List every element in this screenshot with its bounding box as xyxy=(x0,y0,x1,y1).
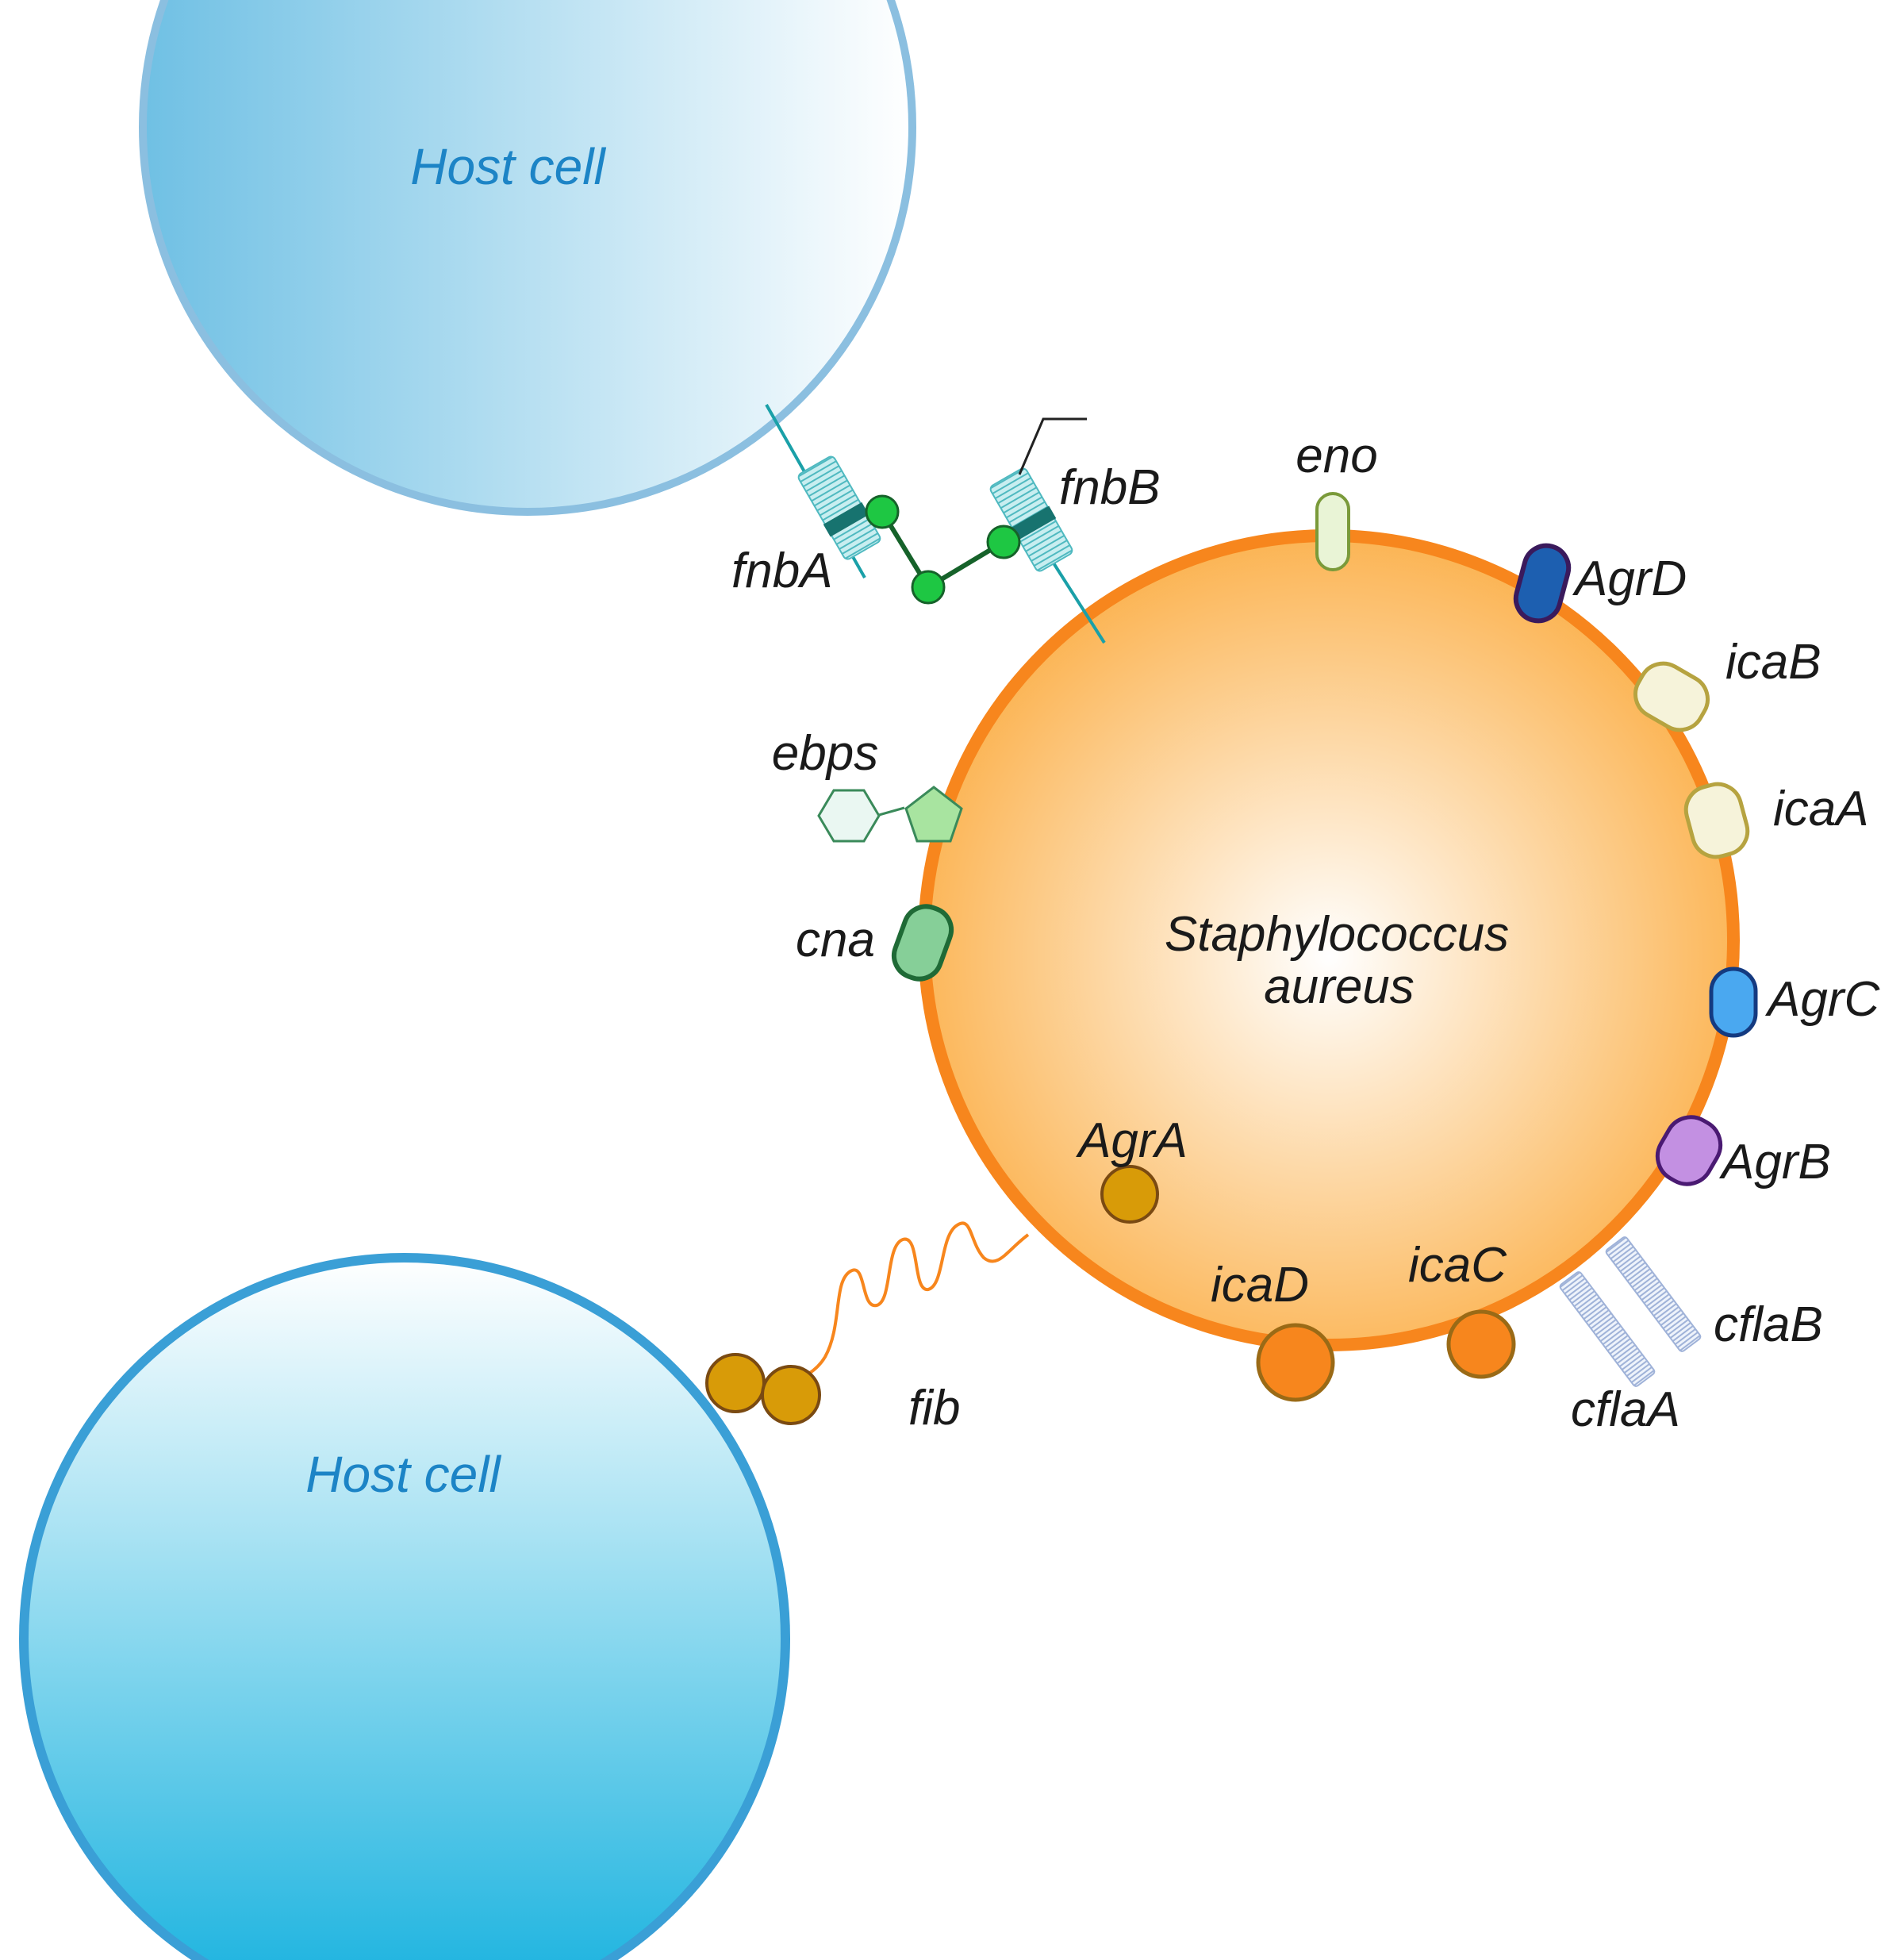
fnbb-label: fnbB xyxy=(1059,460,1161,515)
icaa: icaA xyxy=(1683,782,1869,859)
bacterium: Staphylococcus aureus xyxy=(918,529,1740,1351)
fibronectin-bead-2 xyxy=(911,570,946,605)
eno: eno xyxy=(1296,429,1378,571)
agrb-label: AgrB xyxy=(1718,1135,1831,1189)
clumping-factors: cflaA cflaB xyxy=(1559,1236,1823,1437)
fibronectin-chain xyxy=(880,510,1005,591)
icad: icaD xyxy=(1211,1258,1335,1402)
cna-icon xyxy=(891,904,954,982)
cflaa-label: cflaA xyxy=(1571,1382,1680,1437)
fibronectin-bead-3 xyxy=(986,525,1021,559)
cflab-icon xyxy=(1605,1236,1702,1352)
agrc-label: AgrC xyxy=(1764,972,1880,1027)
bacterium-label-line2: aureus xyxy=(1264,959,1415,1014)
icad-icon xyxy=(1256,1323,1335,1402)
ebps: ebps xyxy=(772,726,963,843)
fnbb-leader-line xyxy=(1018,417,1087,475)
fnba-repeat-icon xyxy=(797,455,881,560)
eno-label: eno xyxy=(1296,429,1377,483)
agra-label: AgrA xyxy=(1075,1113,1188,1168)
host-cell-bottom-label: Host cell xyxy=(305,1446,501,1503)
icaa-icon xyxy=(1683,782,1750,859)
fib-bead-1-icon xyxy=(705,1353,766,1413)
icab-icon xyxy=(1633,661,1710,732)
agrd-label: AgrD xyxy=(1572,551,1687,606)
icac-label: icaC xyxy=(1408,1238,1507,1293)
eno-icon xyxy=(1315,492,1350,571)
bacterium-label-line1: Staphylococcus xyxy=(1165,907,1509,962)
host-cell-top: Host cell xyxy=(139,0,916,516)
fnb-bridge: fnbA fnbB xyxy=(731,404,1161,644)
host-cell-top-label: Host cell xyxy=(410,138,606,195)
fibronectin-bead-1 xyxy=(865,494,900,529)
fib-label: fib xyxy=(908,1381,960,1435)
cna-label: cna xyxy=(796,913,875,967)
agrc: AgrC xyxy=(1709,967,1880,1038)
agrd-icon xyxy=(1513,543,1572,624)
agrb: AgrB xyxy=(1655,1115,1831,1189)
icac: icaC xyxy=(1408,1238,1516,1379)
fib-tether xyxy=(773,1221,1030,1392)
agrd: AgrD xyxy=(1513,543,1687,624)
icab: icaB xyxy=(1633,635,1821,732)
agrb-icon xyxy=(1655,1115,1723,1186)
icac-icon xyxy=(1446,1309,1516,1379)
agrc-icon xyxy=(1709,967,1758,1038)
ebps-linker xyxy=(878,806,905,817)
host-cell-top-body xyxy=(139,0,916,516)
ebps-hexagon-icon xyxy=(817,789,881,843)
ebps-label: ebps xyxy=(772,726,878,781)
cflab-label: cflaB xyxy=(1714,1297,1823,1352)
fib: fib xyxy=(705,1221,1030,1435)
fnba-label: fnbA xyxy=(731,544,833,598)
fib-bead-2-icon xyxy=(761,1365,821,1425)
cflaa-icon xyxy=(1559,1271,1656,1387)
host-cell-bottom: Host cell xyxy=(19,1253,790,1960)
agra-icon xyxy=(1100,1165,1159,1224)
host-cell-bottom-body xyxy=(19,1253,790,1960)
icad-label: icaD xyxy=(1211,1258,1309,1312)
icaa-label: icaA xyxy=(1773,782,1869,836)
icab-label: icaB xyxy=(1726,635,1821,690)
ebps-pentagon-icon xyxy=(904,786,963,843)
agra: AgrA xyxy=(1075,1113,1188,1224)
cna: cna xyxy=(796,904,954,982)
